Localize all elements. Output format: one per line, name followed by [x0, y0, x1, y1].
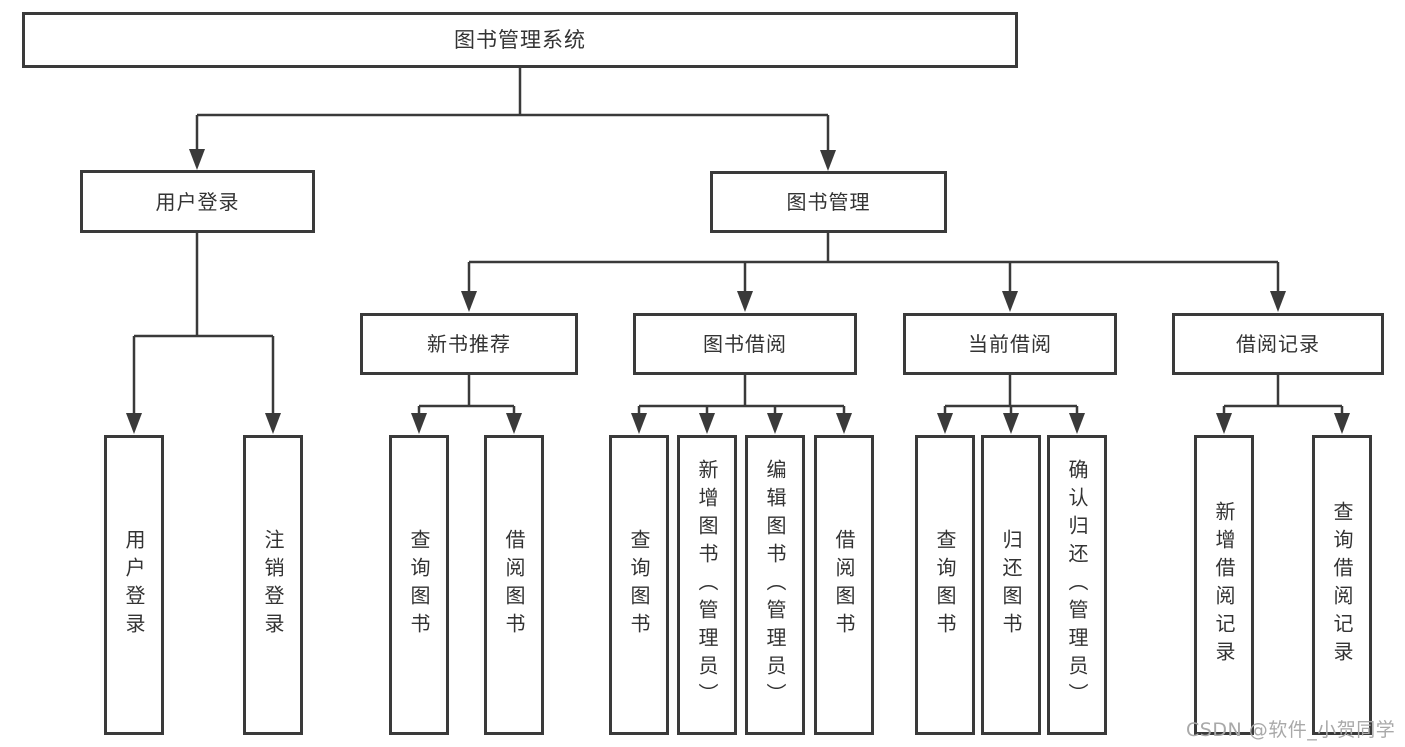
node-book-management: 图书管理 — [710, 171, 947, 233]
node-recommend-query-books: 查询图书 — [389, 435, 449, 735]
node-current-borrowing: 当前借阅 — [903, 313, 1117, 375]
node-confirm-return-admin: 确认归还（管理员） — [1047, 435, 1107, 735]
node-root: 图书管理系统 — [22, 12, 1018, 68]
node-borrowing-records: 借阅记录 — [1172, 313, 1384, 375]
connector-user-login-children — [126, 233, 281, 434]
node-query-borrow-record: 查询借阅记录 — [1312, 435, 1372, 735]
node-current-query-books: 查询图书 — [915, 435, 975, 735]
connector-root-to-level2 — [189, 68, 836, 171]
connector-book-borrowing-children — [631, 375, 852, 434]
node-user-login-action: 用户登录 — [104, 435, 164, 735]
connector-current-borrowing-children — [937, 375, 1085, 434]
node-book-borrowing: 图书借阅 — [633, 313, 857, 375]
node-return-books: 归还图书 — [981, 435, 1041, 735]
connector-borrowing-records-children — [1216, 375, 1350, 434]
connector-new-book-recommend-children — [411, 375, 522, 434]
node-borrowing-query-books: 查询图书 — [609, 435, 669, 735]
connector-book-management-children — [461, 233, 1286, 312]
node-logout-action: 注销登录 — [243, 435, 303, 735]
node-user-login: 用户登录 — [80, 170, 315, 233]
node-add-book-admin: 新增图书（管理员） — [677, 435, 737, 735]
node-edit-book-admin: 编辑图书（管理员） — [745, 435, 805, 735]
csdn-watermark: CSDN @软件_小贺同学 — [1186, 719, 1396, 741]
node-recommend-borrow-books: 借阅图书 — [484, 435, 544, 735]
node-add-borrow-record: 新增借阅记录 — [1194, 435, 1254, 735]
node-new-book-recommend: 新书推荐 — [360, 313, 578, 375]
node-borrowing-borrow-books: 借阅图书 — [814, 435, 874, 735]
